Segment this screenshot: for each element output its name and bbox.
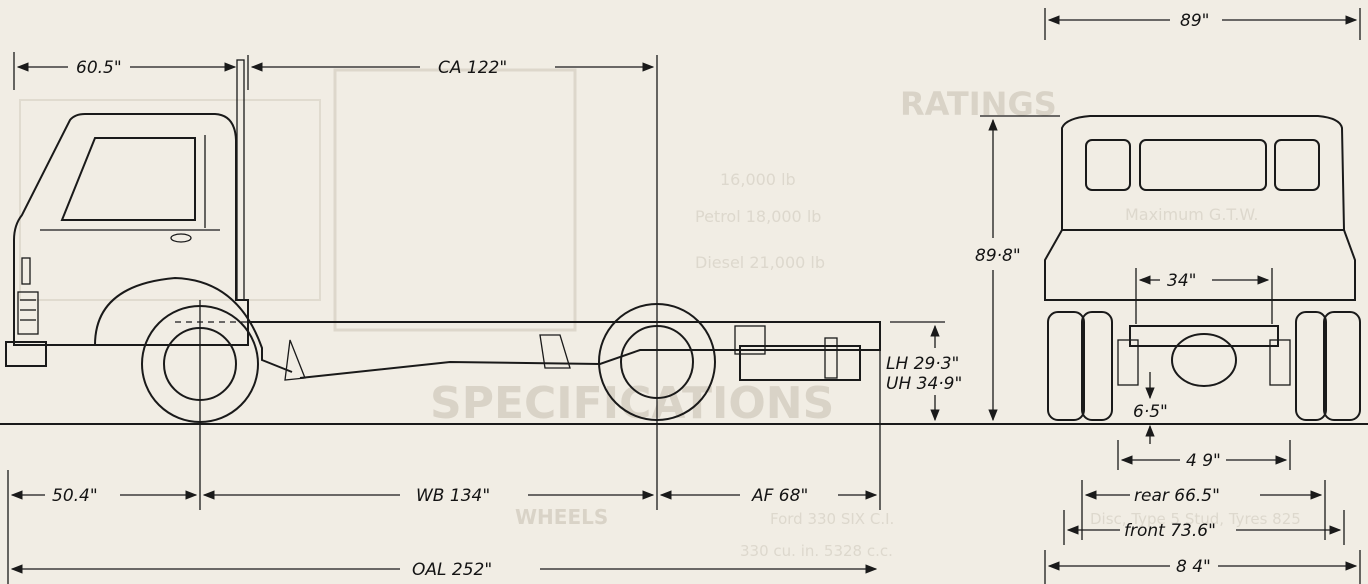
front-tyre-left-inner <box>1081 311 1113 421</box>
rear-width-label: 8 4" <box>1176 557 1211 577</box>
ground-clearance-label: 6·5" <box>1133 402 1168 422</box>
rear-track-label: rear 66.5" <box>1134 486 1220 506</box>
ghost-ratings-value-1: 16,000 lb <box>720 170 796 189</box>
front-tyre-right-inner <box>1295 311 1327 421</box>
spring-right <box>1269 339 1291 386</box>
front-dimensions: 89" 89·8" 34" 6·5" 4 9" rear 66.5" front… <box>975 8 1361 584</box>
front-spring-hanger <box>284 339 306 381</box>
spring-centres-label: 4 9" <box>1186 451 1221 471</box>
side-dimensions: 60.5" CA 122" 50.4" WB 134" AF 68" OAL 2… <box>7 52 962 584</box>
axle-housing <box>1129 325 1279 347</box>
ghost-spec-line-2: 330 cu. in. 5328 c.c. <box>740 542 893 560</box>
cab-to-axle-label: CA 122" <box>438 58 507 78</box>
overall-height-label: 89·8" <box>975 246 1021 266</box>
ghost-background: RATINGS SPECIFICATIONS WHEELS Petrol 18,… <box>19 68 1301 560</box>
wheelbase-label: WB 134" <box>416 486 490 506</box>
overall-width-label: 89" <box>1180 11 1209 31</box>
laden-height-label: LH 29·3" <box>886 354 959 374</box>
differential <box>1171 333 1237 387</box>
side-view-truck <box>5 55 881 510</box>
ghost-spec-line-3: Disc, Type 5 Stud, Tyres 825 <box>1090 510 1301 528</box>
front-window-right <box>1274 139 1320 191</box>
front-tyre-right-outer <box>1323 311 1361 421</box>
front-windscreen <box>1139 139 1267 191</box>
ghost-specs-title: SPECIFICATIONS <box>430 378 834 429</box>
fuel-tank <box>739 345 861 381</box>
side-light <box>21 257 31 285</box>
ghost-spec-line-1: Ford 330 SIX C.I. <box>770 510 894 528</box>
spring-left <box>1117 339 1139 386</box>
tank-strap <box>824 337 838 379</box>
ghost-ratings-row-1: Petrol 18,000 lb <box>695 207 821 226</box>
door-handle <box>170 233 192 243</box>
ghost-cab-outline <box>19 99 321 301</box>
cab-body <box>13 113 249 346</box>
front-axle-label: 50.4" <box>52 486 98 506</box>
frame-width-label: 34" <box>1167 271 1196 291</box>
front-wheel-arch <box>94 276 293 373</box>
ghost-truck-outline <box>333 68 577 332</box>
fuel-tank-bracket <box>734 325 766 355</box>
front-grille <box>17 291 39 335</box>
front-view-truck <box>1044 115 1361 421</box>
cab-window <box>60 137 196 221</box>
front-overhang-label: 60.5" <box>76 58 122 78</box>
front-window-left <box>1085 139 1131 191</box>
ghost-ratings-row-2: Diesel 21,000 lb <box>695 253 825 272</box>
front-tyre-left-outer <box>1047 311 1085 421</box>
exhaust-stack <box>236 59 245 301</box>
after-frame-label: AF 68" <box>751 486 808 506</box>
cab-front-lower <box>1044 229 1356 301</box>
unladen-height-label: UH 34·9" <box>886 374 962 394</box>
ghost-wheels-title: WHEELS <box>515 505 608 529</box>
rear-spring-hanger <box>539 334 571 369</box>
oal-label: OAL 252" <box>412 560 492 580</box>
ghost-ratings-title: RATINGS <box>900 85 1057 123</box>
cab-front-upper <box>1061 115 1346 231</box>
ghost-ratings-value-2: Maximum G.T.W. <box>1125 205 1258 224</box>
front-track-label: front 73.6" <box>1124 521 1216 541</box>
front-bumper <box>5 341 47 367</box>
